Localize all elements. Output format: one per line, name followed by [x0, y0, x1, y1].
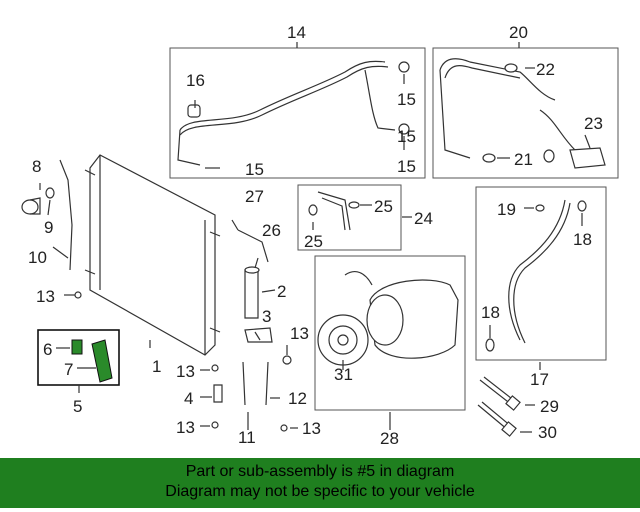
callout-31: 31 [334, 365, 353, 384]
callout-20: 20 [509, 23, 528, 42]
callout-18-a: 18 [573, 230, 592, 249]
line-assembly-14 [177, 60, 410, 166]
callout-17: 17 [530, 370, 549, 389]
condenser-part [84, 154, 221, 356]
banner-line-1: Part or sub-assembly is #5 in diagram [185, 463, 455, 480]
compressor-part [317, 271, 459, 366]
callout-10: 10 [28, 248, 47, 267]
callout-26: 26 [262, 221, 281, 240]
callout-15-c: 15 [397, 157, 416, 176]
callout-18-b: 18 [481, 303, 500, 322]
callout-23: 23 [584, 114, 603, 133]
callout-21: 21 [514, 150, 533, 169]
callout-6: 6 [43, 340, 52, 359]
callout-27: 27 [245, 187, 264, 206]
part-5-bracket-assembly [56, 339, 113, 383]
leader-lines [39, 42, 591, 433]
callout-3: 3 [262, 307, 271, 326]
callout-24: 24 [414, 209, 433, 228]
callout-13-a: 13 [36, 287, 55, 306]
callout-28: 28 [380, 429, 399, 448]
callout-25-a: 25 [374, 197, 393, 216]
group-box-20 [432, 47, 619, 179]
part-info-banner: Part or sub-assembly is #5 in diagram Di… [0, 458, 640, 508]
callout-25-b: 25 [304, 232, 323, 251]
ac-parts-diagram: 1 2 3 4 5 6 7 8 9 10 11 12 13 13 13 13 1… [21, 23, 619, 448]
group-box-24 [297, 184, 402, 251]
callout-13-d: 13 [176, 418, 195, 437]
callout-12: 12 [288, 389, 307, 408]
callout-14: 14 [287, 23, 306, 42]
group-box-28 [314, 255, 466, 411]
bolts [477, 376, 521, 437]
callout-22: 22 [536, 60, 555, 79]
callout-30: 30 [538, 423, 557, 442]
callout-2: 2 [277, 282, 286, 301]
callout-29: 29 [540, 397, 559, 416]
callout-9: 9 [44, 218, 53, 237]
callout-1: 1 [152, 357, 161, 376]
callout-11: 11 [238, 428, 256, 447]
group-box-14 [169, 47, 426, 179]
line-assembly-24 [308, 191, 360, 231]
callout-5: 5 [73, 397, 82, 416]
line-assembly-20 [439, 58, 606, 169]
line-assembly-17 [485, 199, 587, 352]
banner-line-2: Diagram may not be specific to your vehi… [165, 483, 475, 500]
callout-16: 16 [186, 71, 205, 90]
group-box-17 [475, 186, 607, 361]
callout-15-b: 15 [245, 160, 264, 179]
callout-13-b: 13 [290, 324, 309, 343]
callout-13-c: 13 [176, 362, 195, 381]
callout-4: 4 [184, 389, 193, 408]
callout-15-a: 15 [397, 90, 416, 109]
callout-15-d: 15 [397, 127, 416, 146]
callout-13-e: 13 [302, 419, 321, 438]
callout-7: 7 [64, 360, 73, 379]
callout-19: 19 [497, 200, 516, 219]
callout-8: 8 [32, 157, 41, 176]
